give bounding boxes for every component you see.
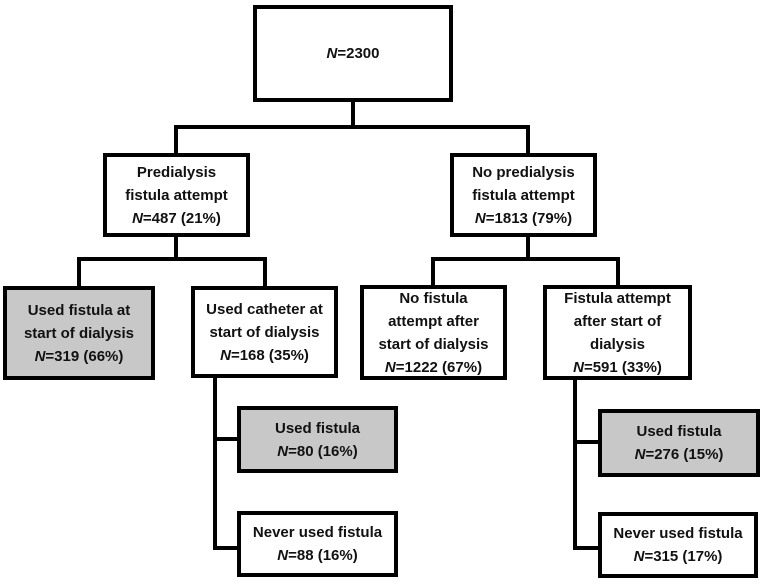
connector-line bbox=[174, 125, 530, 129]
connector-line bbox=[174, 235, 178, 261]
connector-line bbox=[431, 257, 435, 288]
connector-line bbox=[263, 257, 267, 289]
connector-line bbox=[213, 376, 217, 550]
connector-line bbox=[526, 235, 530, 261]
connector-line bbox=[213, 437, 239, 441]
connector-line bbox=[77, 257, 81, 289]
connector-line bbox=[351, 102, 355, 129]
connector-line bbox=[213, 546, 239, 550]
connector-line bbox=[526, 125, 530, 157]
flow-node-text: N=2300 bbox=[326, 45, 380, 62]
flow-node-total-population: N=2300 bbox=[253, 5, 453, 102]
connector-line bbox=[573, 440, 600, 444]
connector-line bbox=[431, 257, 620, 261]
connector-line bbox=[573, 378, 577, 550]
connector-line bbox=[77, 257, 267, 261]
connector-line bbox=[174, 125, 178, 157]
connector-line bbox=[573, 546, 600, 550]
connector-line bbox=[616, 257, 620, 288]
